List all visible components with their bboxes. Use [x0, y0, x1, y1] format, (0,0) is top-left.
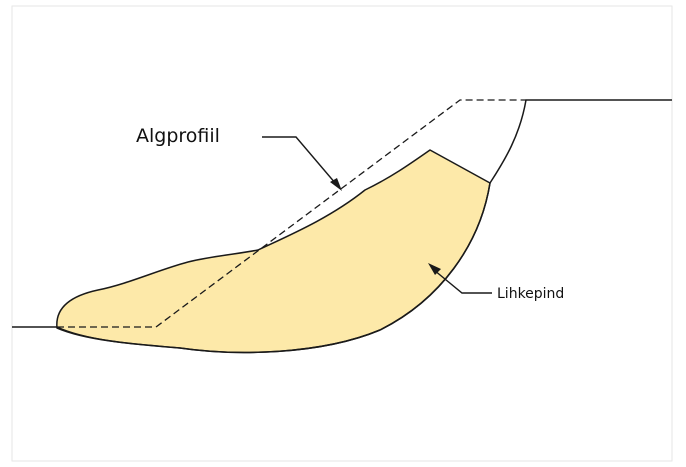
slip-surface-label: Lihkepind — [497, 287, 564, 301]
original-profile-leader — [262, 137, 336, 184]
original-profile-label: Algprofiil — [136, 127, 220, 146]
sliding-mass — [57, 150, 490, 352]
